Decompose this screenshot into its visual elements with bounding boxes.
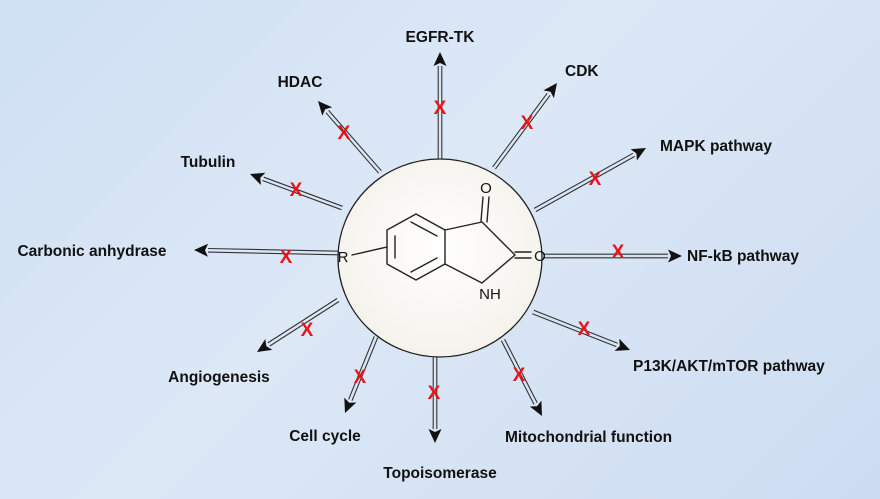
arrowhead-icon	[428, 429, 442, 443]
target-label-nf-kb-pathway: NF-kB pathway	[687, 248, 799, 265]
arrowhead-icon	[250, 172, 266, 185]
arrowhead-icon	[194, 243, 209, 257]
inhibition-x-mark: X	[521, 113, 534, 134]
arrowhead-icon	[614, 338, 630, 351]
target-arrow-nf-kb-pathway	[543, 249, 682, 263]
target-label-egfr-tk: EGFR-TK	[406, 29, 476, 46]
target-label-cell-cycle: Cell cycle	[289, 428, 361, 445]
target-label-mapk-pathway: MAPK pathway	[660, 138, 772, 155]
target-arrow-p13k-akt-mtor-pathway	[532, 309, 630, 351]
inhibition-x-mark: X	[513, 365, 526, 386]
arrowhead-icon	[668, 249, 682, 263]
carbonyl-oxygen-right: O	[534, 248, 546, 265]
target-label-mitochondrial-function: Mitochondrial function	[505, 429, 672, 446]
target-arrow-egfr-tk	[433, 52, 447, 160]
inhibition-x-mark: X	[578, 319, 591, 340]
inhibition-x-mark: X	[338, 123, 351, 144]
arrowhead-icon	[543, 83, 557, 99]
target-arrow-mapk-pathway	[533, 148, 646, 213]
inhibition-x-mark: X	[301, 320, 314, 341]
target-arrow-mitochondrial-function	[500, 338, 542, 416]
target-arrow-hdac	[318, 101, 382, 174]
inhibition-x-mark: X	[280, 247, 293, 268]
inhibition-x-mark: X	[612, 242, 625, 263]
arrowhead-icon	[433, 52, 447, 66]
inhibition-x-mark: X	[434, 98, 447, 119]
inhibition-x-mark: X	[354, 367, 367, 388]
target-arrow-tubulin	[250, 172, 343, 211]
target-label-p13k-akt-mtor-pathway: P13K/AKT/mTOR pathway	[633, 358, 825, 375]
target-arrow-cell-cycle	[344, 336, 379, 413]
arrowhead-icon	[630, 148, 646, 161]
target-label-tubulin: Tubulin	[181, 154, 236, 171]
target-arrow-cdk	[492, 83, 557, 170]
carbonyl-oxygen-top: O	[480, 180, 492, 197]
arrowhead-icon	[529, 400, 542, 416]
target-label-angiogenesis: Angiogenesis	[168, 369, 270, 386]
substituent-r-label: R	[338, 249, 349, 266]
target-arrow-angiogenesis	[257, 298, 340, 352]
target-arrows	[194, 52, 682, 443]
target-arrow-topoisomerase	[428, 357, 442, 443]
target-label-cdk: CDK	[565, 63, 599, 80]
target-label-hdac: HDAC	[278, 74, 323, 91]
target-label-carbonic-anhydrase: Carbonic anhydrase	[17, 243, 166, 260]
arrowhead-icon	[318, 101, 333, 116]
inhibition-x-mark: X	[428, 383, 441, 404]
inhibition-x-mark: X	[589, 169, 602, 190]
isatin-structure	[351, 196, 532, 284]
target-arrow-carbonic-anhydrase	[194, 243, 339, 257]
inhibition-x-mark: X	[290, 180, 303, 201]
target-label-topoisomerase: Topoisomerase	[383, 465, 497, 482]
amine-label: NH	[479, 286, 501, 303]
arrowhead-icon	[257, 339, 273, 352]
isatin-core-circle	[337, 158, 543, 358]
arrowhead-icon	[344, 397, 357, 413]
